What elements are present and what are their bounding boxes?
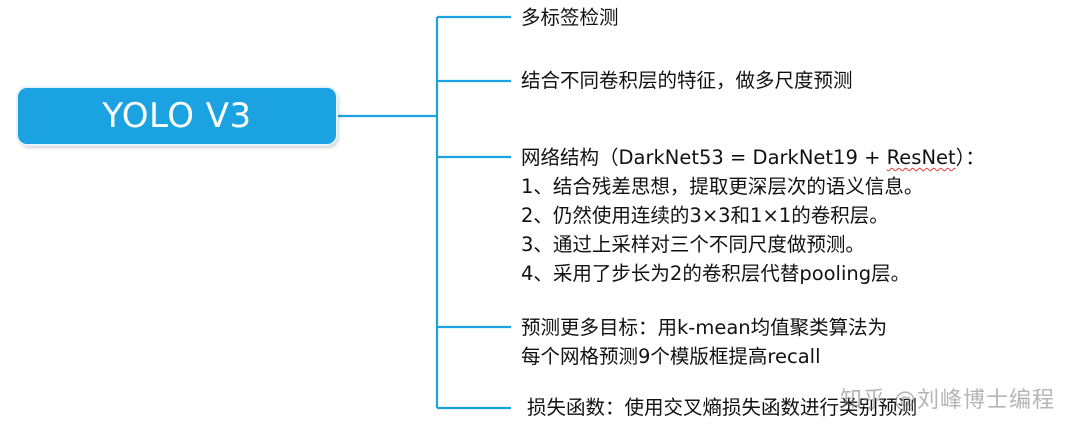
branch-more-targets: 预测更多目标：用k-mean均值聚类算法为 每个网格预测9个模版框提高recal… (521, 313, 887, 371)
branch-multilabel-detection: 多标签检测 (521, 3, 619, 32)
structure-point-4: 4、采用了步长为2的卷积层代替pooling层。 (521, 262, 911, 285)
branch-multiscale-prediction: 结合不同卷积层的特征，做多尺度预测 (521, 66, 853, 95)
branch-loss-function: 损失函数：使用交叉熵损失函数进行类别预测 (527, 393, 917, 422)
structure-point-3: 3、通过上采样对三个不同尺度做预测。 (521, 233, 865, 256)
branch-text-line-1: 预测更多目标：用k-mean均值聚类算法为 (521, 316, 888, 339)
structure-point-2: 2、仍然使用连续的3×3和1×1的卷积层。 (521, 204, 889, 227)
branch-text-line-2: 每个网格预测9个模版框提高recall (521, 345, 821, 368)
branch-text: 多标签检测 (521, 6, 619, 29)
watermark: 知乎 @刘峰博士编程 (840, 388, 1055, 413)
header-suffix: ）： (955, 146, 985, 169)
root-node: YOLO V3 (18, 88, 336, 144)
network-structure-header: 网络结构（DarkNet53 = DarkNet19 + ResNet）： (521, 143, 985, 172)
root-label: YOLO V3 (102, 96, 252, 136)
header-resnet: ResNet (886, 146, 956, 169)
branch-text: 结合不同卷积层的特征，做多尺度预测 (521, 69, 853, 92)
structure-point-1: 1、结合残差思想，提取更深层次的语义信息。 (521, 175, 924, 198)
branch-text: 损失函数：使用交叉熵损失函数进行类别预测 (527, 396, 918, 419)
branch-network-structure: 网络结构（DarkNet53 = DarkNet19 + ResNet）： 1、… (521, 143, 985, 288)
header-prefix: 网络结构（DarkNet53 = DarkNet19 + (521, 146, 887, 169)
